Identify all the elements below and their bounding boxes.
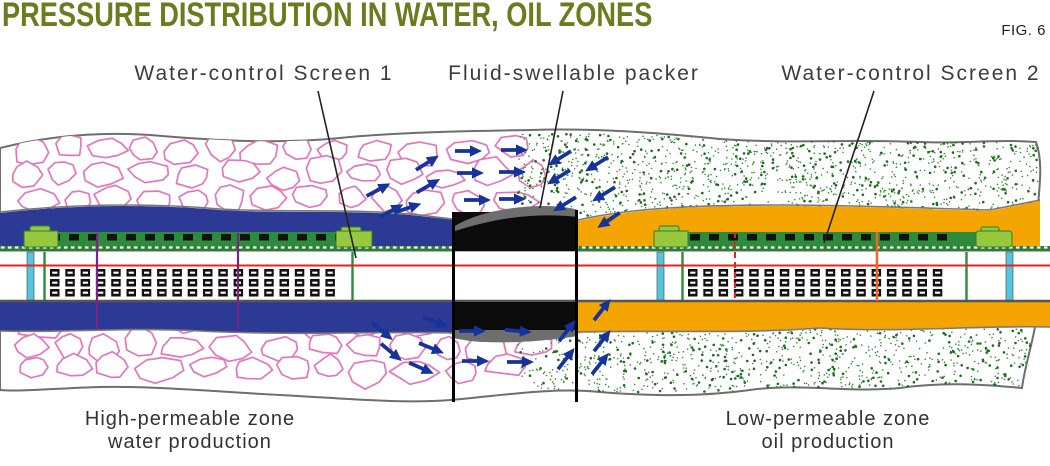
screen1-end-cap-left: [23, 225, 59, 248]
zone-label-line: Low-permeable zone: [725, 408, 931, 430]
leader-line-screen1: [317, 90, 357, 259]
oil-zone-lower: [578, 302, 1050, 332]
callout-packer: Fluid-swellable packer: [448, 62, 700, 85]
callout-screen1: Water-control Screen 1: [134, 62, 394, 85]
screen2-end-cap-right: [975, 226, 1013, 248]
packer-body-lower: [452, 302, 578, 332]
screen2-cyan-ring-left: [656, 251, 665, 301]
callout-screen2: Water-control Screen 2: [781, 62, 1041, 85]
screen-perforations: [50, 269, 943, 297]
screen-end-rings-green: [43, 252, 968, 300]
leader-line-screen2: [823, 90, 875, 244]
borehole-wall-upper-left: [0, 204, 453, 220]
zone-label-line: water production: [108, 431, 272, 453]
zone-label-high-permeable: High-permeable zone water production: [85, 408, 295, 454]
zone-label-low-permeable: Low-permeable zone oil production: [726, 408, 931, 454]
borehole-wall-upper-right: [577, 199, 1041, 221]
figure-title: PRESSURE DISTRIBUTION IN WATER, OIL ZONE…: [2, 0, 653, 34]
screen-jacket-dashes: [50, 234, 947, 241]
screen2-cyan-ring-right: [1005, 251, 1014, 301]
borehole-wall-lower-right: [577, 325, 1050, 333]
packer-top-seal: [452, 206, 578, 232]
zone-label-line: High-permeable zone: [84, 408, 296, 430]
packer-body-upper: [452, 212, 578, 251]
figure-number: FIG. 6: [1001, 22, 1046, 39]
flow-arrows: [365, 144, 621, 376]
zone-label-line: oil production: [761, 431, 895, 453]
water-zone-lower: [0, 302, 455, 334]
screen1-cyan-ring: [26, 251, 35, 301]
screen2-end-cap-left: [653, 225, 689, 248]
packer-bottom-seal: [452, 330, 578, 343]
leader-line-packer: [539, 90, 564, 209]
